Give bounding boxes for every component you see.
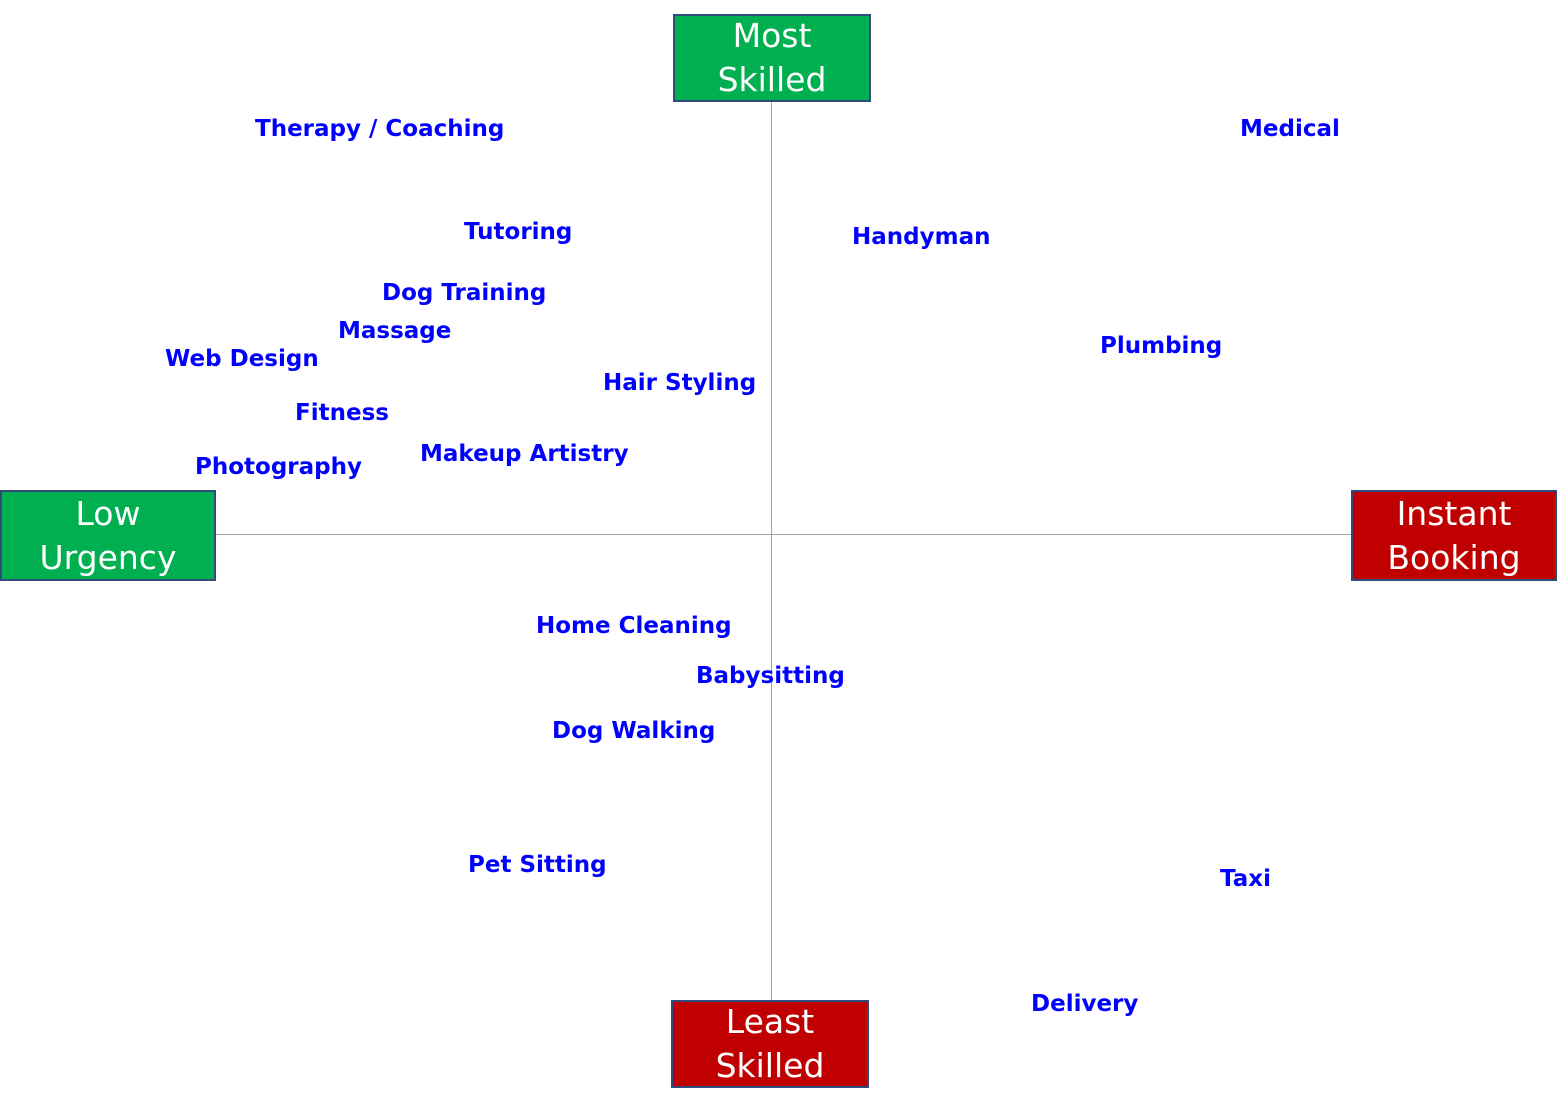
service-label-medical: Medical bbox=[1240, 116, 1340, 142]
service-label-plumbing: Plumbing bbox=[1100, 333, 1223, 359]
most-skilled-line2: Skilled bbox=[717, 60, 827, 99]
service-label-fitness: Fitness bbox=[295, 400, 389, 426]
least-skilled-line2: Skilled bbox=[715, 1046, 825, 1085]
horizontal-axis-line bbox=[215, 534, 1351, 535]
service-label-tutoring: Tutoring bbox=[464, 219, 573, 245]
instant-booking-line2: Booking bbox=[1387, 537, 1521, 577]
least-skilled-line1: Least bbox=[725, 1002, 815, 1041]
service-label-home-cleaning: Home Cleaning bbox=[536, 613, 732, 639]
most-skilled-box: Most Skilled bbox=[673, 14, 871, 102]
low-urgency-line1: Low bbox=[75, 493, 141, 533]
most-skilled-line1: Most bbox=[732, 16, 812, 55]
service-label-dog-walking: Dog Walking bbox=[552, 718, 716, 744]
service-label-therapy-coaching: Therapy / Coaching bbox=[255, 116, 505, 142]
instant-booking-line1: Instant bbox=[1396, 493, 1512, 533]
service-label-dog-training: Dog Training bbox=[382, 280, 547, 306]
low-urgency-box: Low Urgency bbox=[0, 490, 216, 581]
service-label-handyman: Handyman bbox=[852, 224, 991, 250]
service-label-makeup-artistry: Makeup Artistry bbox=[420, 441, 629, 467]
service-label-babysitting: Babysitting bbox=[696, 663, 845, 689]
low-urgency-line2: Urgency bbox=[39, 537, 177, 577]
service-label-web-design: Web Design bbox=[165, 346, 319, 372]
instant-booking-box: Instant Booking bbox=[1351, 490, 1557, 581]
service-label-massage: Massage bbox=[338, 318, 452, 344]
service-label-taxi: Taxi bbox=[1220, 866, 1271, 892]
service-label-pet-sitting: Pet Sitting bbox=[468, 852, 607, 878]
vertical-axis-line bbox=[771, 102, 772, 1000]
service-label-hair-styling: Hair Styling bbox=[603, 370, 757, 396]
service-label-delivery: Delivery bbox=[1031, 991, 1139, 1017]
service-label-photography: Photography bbox=[195, 454, 362, 480]
least-skilled-box: Least Skilled bbox=[671, 1000, 869, 1088]
